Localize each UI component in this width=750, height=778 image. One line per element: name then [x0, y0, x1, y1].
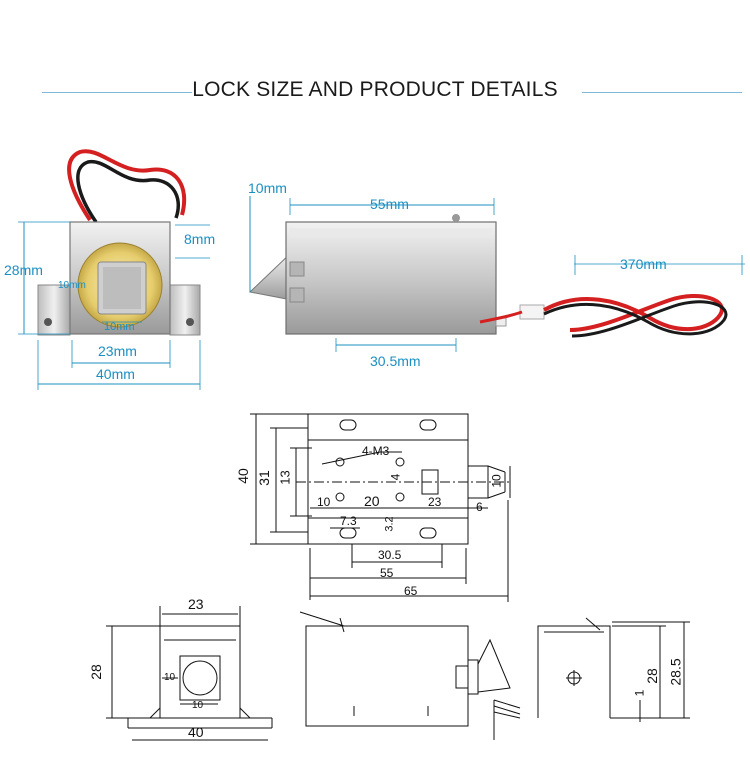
photo-front-view	[18, 149, 210, 390]
title-line-right	[582, 92, 742, 93]
dt-20: 20	[364, 493, 380, 509]
dt-23: 23	[428, 495, 442, 509]
dim-55mm: 55mm	[370, 196, 409, 212]
db-10b: 10	[192, 700, 204, 711]
db-1: 1	[632, 689, 647, 697]
drawing-bracket-view	[537, 617, 690, 722]
dim-10mm-left: 10mm	[58, 280, 86, 291]
dt-4m3: 4-M3	[362, 444, 390, 458]
db-28: 28	[87, 664, 104, 680]
dt-10a: 10	[317, 495, 331, 509]
dim-10mm-side: 10mm	[248, 180, 287, 196]
dim-23mm: 23mm	[98, 343, 137, 359]
dim-370mm: 370mm	[620, 256, 667, 272]
dim-30-5mm: 30.5mm	[370, 353, 421, 369]
dt-55: 55	[380, 566, 394, 580]
page-title: LOCK SIZE AND PRODUCT DETAILS	[192, 78, 558, 101]
dim-28mm: 28mm	[4, 262, 43, 278]
title-line-left	[42, 92, 192, 93]
dt-4: 4	[388, 473, 403, 481]
photo-side-view	[248, 196, 745, 352]
dim-40mm: 40mm	[96, 366, 135, 382]
dt-31: 31	[255, 470, 272, 486]
db-28-5: 28.5	[667, 658, 684, 686]
db-40: 40	[188, 724, 204, 740]
db-10a: 10	[164, 672, 176, 683]
dt-65: 65	[404, 584, 418, 598]
dt-40: 40	[234, 468, 251, 484]
drawing-end-view	[106, 606, 273, 741]
dt-7-3: 7.3	[340, 514, 357, 528]
dt-6: 6	[476, 500, 483, 514]
dim-10mm-bottom: 10mm	[104, 321, 135, 333]
dt-3-2: 3.2	[383, 516, 396, 532]
drawing-top-view	[250, 413, 512, 602]
dim-8mm: 8mm	[184, 231, 216, 247]
dt-13: 13	[277, 470, 293, 485]
dt-30-5: 30.5	[378, 548, 402, 562]
dt-10b: 10	[489, 474, 504, 488]
db-28b: 28	[643, 668, 660, 684]
drawing-side-view	[299, 611, 521, 740]
db-23: 23	[188, 596, 204, 612]
